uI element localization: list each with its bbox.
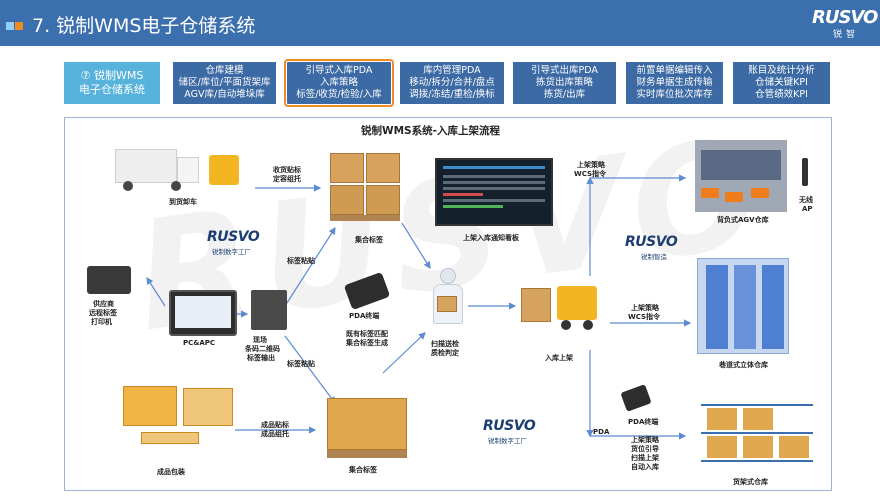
label-guide-2: 货位引导: [631, 445, 659, 453]
shelf-warehouse-image: [701, 398, 813, 470]
brand-mark-a: RUSVO: [207, 229, 260, 245]
module-documents[interactable]: 前置单据编辑传入 财务单据生成传输 实时库位批次库存: [626, 62, 723, 104]
label-wireless-1: 无线: [799, 196, 813, 204]
label-finished-1: 成品贴标: [261, 421, 289, 429]
carton-stack-top: [330, 153, 402, 221]
label-shelf: 货架式仓库: [733, 478, 768, 486]
label-receive-1: 收货贴标: [273, 166, 301, 174]
module-line: 调拨/冻结/重检/换标: [409, 89, 495, 100]
label-agv: 背负式AGV仓库: [717, 216, 769, 224]
module-line: 仓管绩效KPI: [755, 89, 808, 100]
label-printer-icon: [251, 290, 287, 330]
inspector-figure: [431, 268, 465, 324]
label-strategy-mid-1: 上架策略: [631, 304, 659, 312]
module-line: 财务单据生成传输: [636, 77, 713, 88]
flow-arrows: [146, 174, 692, 440]
label-paste-1: 标签粘贴: [287, 257, 315, 265]
module-head: 前置单据编辑传入: [636, 65, 713, 76]
module-warehouse-modeling[interactable]: 仓库建模 储区/库位/平面货架库 AGV库/自动堆垛库: [173, 62, 276, 104]
stacker-warehouse-image: [697, 258, 789, 354]
carton-stack-bottom: [327, 398, 407, 460]
module-line: 拣货/出库: [543, 89, 586, 100]
label-collect: 集合标签: [355, 236, 383, 244]
brand-mark-c: RUSVO: [483, 418, 536, 434]
printer-icon: [87, 266, 131, 294]
label-printer-1: 供应商: [93, 300, 114, 308]
brand-sub-c: 锐制数字工厂: [488, 437, 527, 445]
label-unload: 到货卸车: [169, 198, 197, 206]
label-paste-2: 标签粘贴: [287, 360, 315, 368]
logo-subtitle: 锐智: [833, 30, 860, 40]
label-receive-2: 定容组托: [273, 175, 301, 183]
truck-illustration: [115, 143, 239, 191]
kanban-screen: [435, 158, 553, 226]
header-square-light: [6, 22, 14, 30]
label-kanban: 上架入库通知看板: [463, 234, 519, 242]
module-line: 移动/拆分/合并/盘点: [409, 77, 495, 88]
label-printer-3: 打印机: [91, 318, 112, 326]
module-in-warehouse-pda[interactable]: 库内管理PDA 移动/拆分/合并/盘点 调拨/冻结/重检/换标: [400, 62, 504, 104]
label-onsite-2: 条码二维码: [245, 345, 280, 353]
page-title: 7. 锐制WMS电子仓储系统: [32, 15, 256, 37]
module-head: 引导式出库PDA: [531, 65, 598, 76]
label-pda-left: PDA: [593, 428, 610, 436]
label-wireless-2: AP: [802, 205, 813, 213]
label-printer-2: 远程标签: [89, 309, 117, 317]
label-putaway: 入库上架: [545, 354, 573, 362]
label-strategy-mid-2: WCS指令: [628, 313, 661, 321]
finished-goods-illustration: [123, 386, 233, 450]
wireless-ap-icon: [802, 158, 808, 186]
module-line: 拣货出库策略: [535, 77, 593, 88]
module-outbound-pda[interactable]: 引导式出库PDA 拣货出库策略 拣货/出库: [513, 62, 616, 104]
label-match-1: 既有标签匹配: [346, 330, 388, 338]
module-head: 库内管理PDA: [423, 65, 481, 76]
header-square-orange: [15, 22, 23, 30]
agv-warehouse-image: [695, 140, 787, 212]
label-onsite-3: 标签输出: [247, 354, 275, 362]
module-inbound-pda[interactable]: 引导式入库PDA 入库策略 标签/收货/检验/入库: [284, 59, 394, 107]
label-match-2: 集合标签生成: [346, 339, 388, 347]
label-collect-2: 集合标签: [349, 466, 377, 474]
module-line: 标签/收货/检验/入库: [296, 89, 382, 100]
module-line: 入库策略: [319, 77, 358, 88]
label-guide-3: 扫描上架: [631, 454, 659, 462]
label-strategy-top-1: 上架策略: [577, 161, 605, 169]
label-guide-1: 上架策略: [631, 436, 659, 444]
module-wms[interactable]: ⑦ 锐制WMS 电子仓储系统: [64, 62, 160, 104]
module-row: ⑦ 锐制WMS 电子仓储系统 仓库建模 储区/库位/平面货架库 AGV库/自动堆…: [64, 59, 830, 107]
module-line: 仓储关键KPI: [755, 77, 808, 88]
module-head: ⑦ 锐制WMS: [80, 69, 144, 82]
module-kpi[interactable]: 账目及统计分析 仓储关键KPI 仓管绩效KPI: [733, 62, 830, 104]
inbound-flow-diagram: RUSVO 锐制WMS系统-入库上架流程: [64, 105, 832, 491]
module-line: AGV库/自动堆垛库: [184, 89, 265, 100]
label-strategy-top-2: WCS指令: [574, 170, 607, 178]
label-stacker: 巷道式立体仓库: [719, 361, 768, 369]
label-guide-4: 自动入库: [631, 463, 659, 471]
brand-mark-b: RUSVO: [625, 234, 678, 250]
module-head: 账目及统计分析: [748, 65, 815, 76]
forklift-illustration: [521, 280, 603, 332]
brand-sub-b: 锐制智造: [641, 253, 667, 261]
logo-wordmark: RUSVO: [812, 7, 878, 28]
brand-sub-a: 锐制数字工厂: [212, 248, 251, 256]
label-pda-terminal: PDA终端: [349, 312, 380, 320]
module-head: 引导式入库PDA: [305, 65, 373, 76]
brand-logo: RUSVO 锐智: [812, 7, 878, 40]
label-finished-pack: 成品包装: [157, 468, 185, 476]
module-line: 储区/库位/平面货架库: [178, 77, 271, 88]
header-bar: 7. 锐制WMS电子仓储系统 RUSVO 锐智: [0, 0, 880, 46]
label-pda-terminal-2: PDA终端: [628, 418, 659, 426]
label-onsite-1: 现场: [253, 336, 267, 344]
module-line: 实时库位批次库存: [636, 89, 713, 100]
label-finished-2: 成品组托: [261, 430, 289, 438]
module-head: 仓库建模: [205, 65, 244, 76]
label-scan-2: 质检判定: [431, 349, 459, 357]
module-line: 电子仓储系统: [79, 83, 145, 96]
label-scan-1: 扫描送检: [431, 340, 459, 348]
pc-terminal-icon: [169, 290, 237, 336]
label-pc: PC&APC: [183, 339, 216, 347]
flow-title: 锐制WMS系统-入库上架流程: [361, 125, 500, 137]
